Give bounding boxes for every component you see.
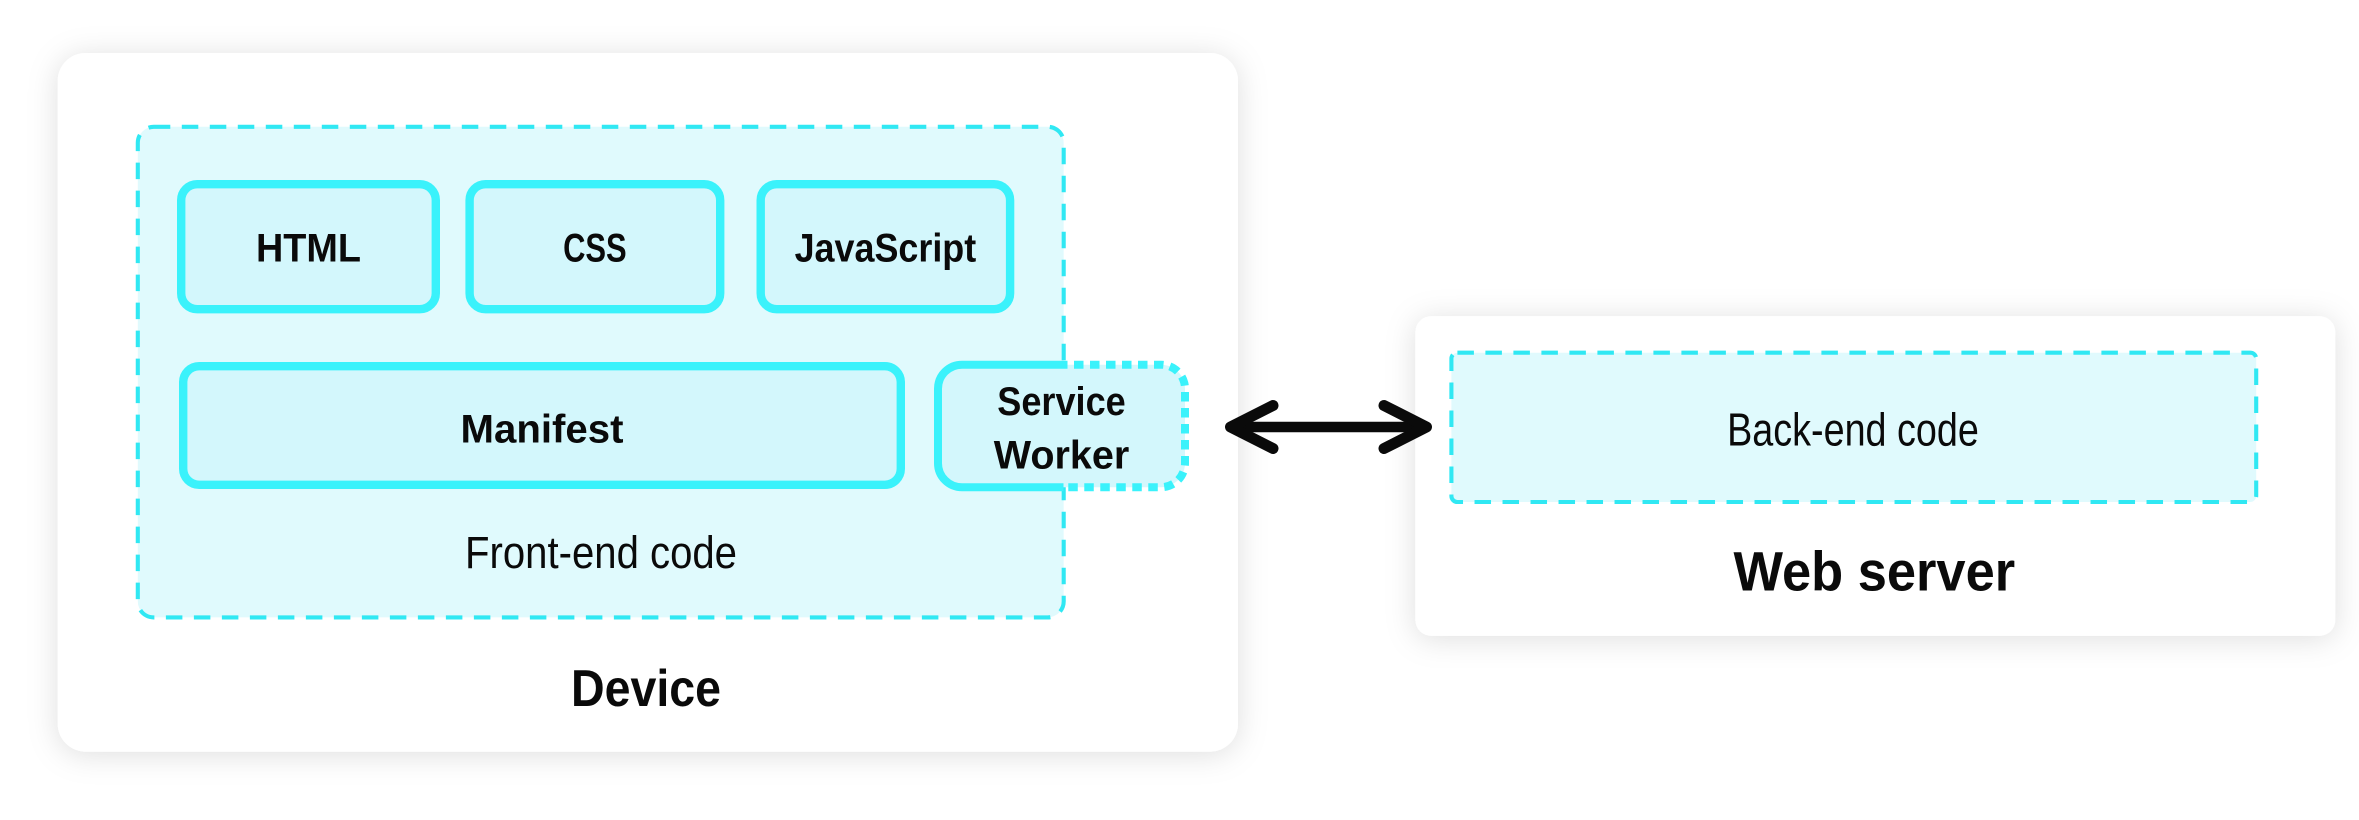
svg-text:CSS: CSS bbox=[563, 227, 627, 271]
svg-text:Front-end code: Front-end code bbox=[465, 527, 737, 578]
svg-text:Device: Device bbox=[571, 660, 721, 718]
svg-text:Manifest: Manifest bbox=[461, 408, 624, 452]
svg-text:JavaScript: JavaScript bbox=[795, 227, 977, 271]
svg-text:Worker: Worker bbox=[994, 433, 1130, 477]
svg-text:Service: Service bbox=[997, 380, 1125, 424]
svg-text:Back-end code: Back-end code bbox=[1727, 404, 1979, 456]
svg-text:HTML: HTML bbox=[256, 227, 361, 271]
svg-text:Web server: Web server bbox=[1733, 539, 2015, 602]
